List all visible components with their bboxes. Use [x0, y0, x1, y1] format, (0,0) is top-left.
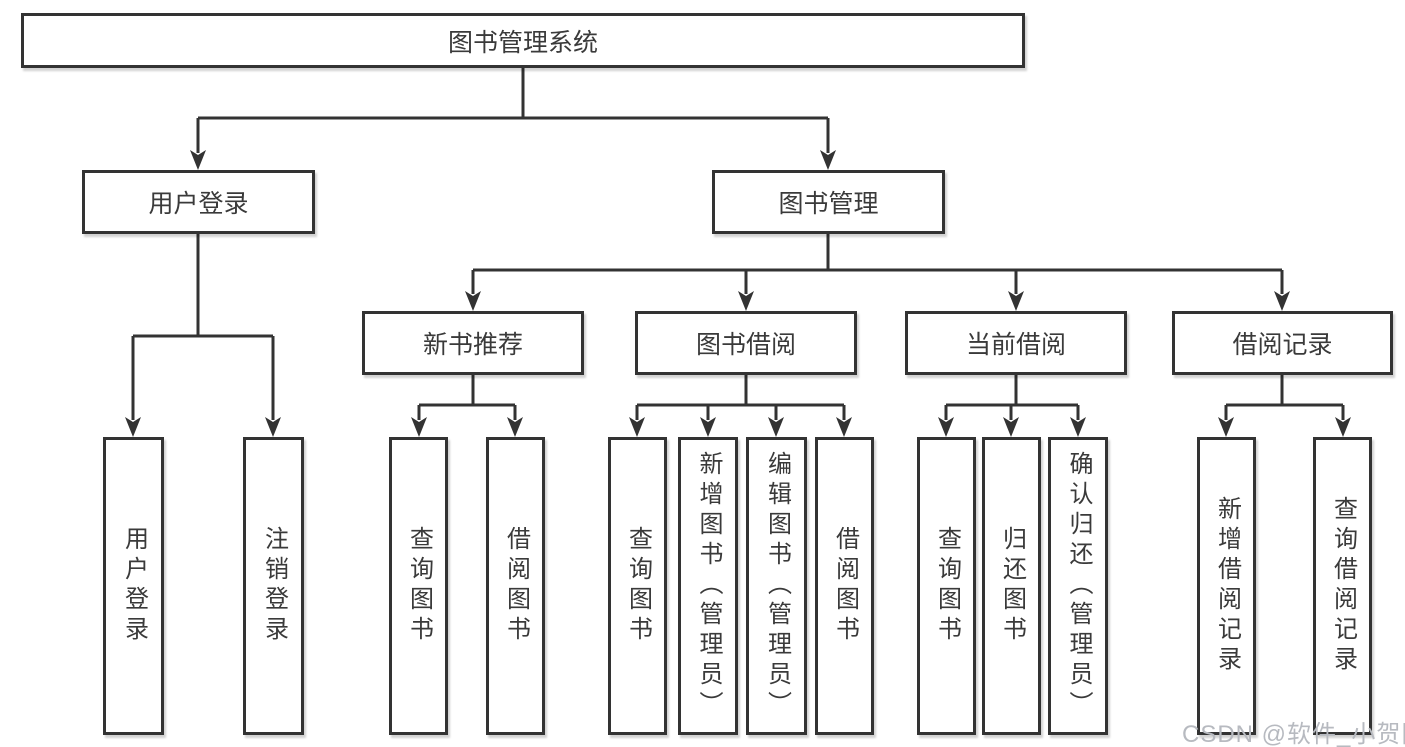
leaf-br-add-record-label: 新增借阅记录 — [1213, 496, 1241, 676]
arrowheads — [125, 150, 1351, 437]
leaf-cb-query-books-label: 查询图书 — [933, 526, 961, 646]
leaf-cb-return-books-label: 归还图书 — [998, 526, 1026, 646]
node-book-mgmt-label: 图书管理 — [778, 190, 879, 218]
leaf-bb-borrow-books: 借阅图书 — [815, 437, 874, 735]
node-user-login-label: 用户登录 — [148, 190, 249, 218]
leaf-bb-edit-books-label: 编辑图书（管理员） — [763, 451, 791, 721]
leaf-bb-query-books-label: 查询图书 — [624, 526, 652, 646]
leaf-br-query-record: 查询借阅记录 — [1313, 437, 1372, 735]
leaf-cb-confirm-return: 确认归还（管理员） — [1048, 437, 1108, 735]
leaf-logout: 注销登录 — [243, 437, 304, 735]
node-root: 图书管理系统 — [21, 13, 1025, 68]
leaf-bb-borrow-books-label: 借阅图书 — [831, 526, 859, 646]
leaf-cb-query-books: 查询图书 — [917, 437, 976, 735]
leaf-rec-query-books-label: 查询图书 — [405, 526, 433, 646]
node-current-borrow: 当前借阅 — [905, 311, 1127, 375]
leaf-br-add-record: 新增借阅记录 — [1197, 437, 1256, 735]
leaf-cb-return-books: 归还图书 — [982, 437, 1041, 735]
node-user-login: 用户登录 — [82, 170, 315, 234]
node-borrow-records-label: 借阅记录 — [1232, 331, 1333, 359]
leaf-logout-label: 注销登录 — [260, 526, 288, 646]
leaf-bb-add-books-label: 新增图书（管理员） — [695, 451, 722, 721]
leaf-user-login: 用户登录 — [103, 437, 164, 735]
leaf-user-login-label: 用户登录 — [120, 526, 148, 646]
node-book-borrow: 图书借阅 — [635, 311, 857, 375]
node-book-mgmt: 图书管理 — [712, 170, 945, 234]
node-new-book-rec: 新书推荐 — [362, 311, 584, 375]
leaf-rec-borrow-books: 借阅图书 — [486, 437, 545, 735]
leaf-bb-query-books: 查询图书 — [608, 437, 667, 735]
leaf-rec-query-books: 查询图书 — [389, 437, 448, 735]
node-root-label: 图书管理系统 — [447, 28, 598, 57]
node-current-borrow-label: 当前借阅 — [965, 331, 1066, 359]
leaf-cb-confirm-return-label: 确认归还（管理员） — [1065, 451, 1092, 721]
leaf-br-query-record-label: 查询借阅记录 — [1329, 496, 1357, 676]
node-borrow-records: 借阅记录 — [1172, 311, 1393, 375]
csdn-watermark: CSDN @软件_小贺同学 — [1182, 721, 1405, 747]
leaf-bb-edit-books: 编辑图书（管理员） — [746, 437, 807, 735]
leaf-rec-borrow-books-label: 借阅图书 — [502, 526, 530, 646]
node-new-book-rec-label: 新书推荐 — [422, 331, 523, 359]
leaf-bb-add-books: 新增图书（管理员） — [678, 437, 738, 735]
node-book-borrow-label: 图书借阅 — [695, 331, 796, 359]
